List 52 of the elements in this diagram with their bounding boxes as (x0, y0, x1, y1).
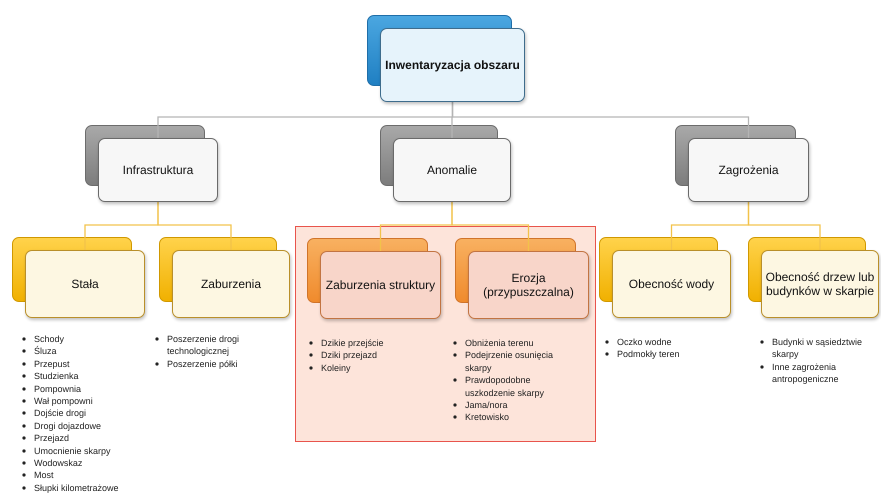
category-card (761, 250, 879, 318)
list-item: Kretowisko (465, 411, 510, 424)
list-item: Dzikie przejście (321, 337, 384, 350)
list-item: Studzienka (34, 370, 79, 383)
connector-line (748, 202, 821, 250)
card-title: Anomalie (426, 162, 478, 178)
card-title: Zaburzenia (200, 276, 262, 292)
list-item: Śluza (34, 345, 57, 358)
list-item: Pompownia (34, 382, 82, 396)
list-item: Most (34, 469, 54, 482)
category-card (468, 251, 589, 319)
category-card (98, 138, 218, 202)
list-item: Jama/nora (465, 399, 508, 412)
list-item: Przejazd (34, 432, 70, 445)
category-card (393, 138, 511, 202)
list-item: Wał pompowni (34, 395, 93, 408)
list-item: Koleiny (321, 362, 351, 374)
list-item: Podmokły teren (617, 348, 680, 361)
list-item: Inne zagrożenia antropogeniczne (772, 360, 840, 386)
list-item: Poszerzenie półki (167, 358, 238, 370)
card-title: Inwentaryzacja obszaru (384, 58, 521, 72)
list-item: Schody (34, 333, 64, 346)
list-item: Oczko wodne (617, 336, 672, 348)
list-item: Umocnienie skarpy (34, 444, 111, 458)
connector-line (157, 202, 232, 250)
highlight-box (295, 226, 596, 442)
card-title: Zagrożenia (717, 162, 780, 178)
card-title: Stała (70, 276, 100, 292)
card-title: Obecność wody (628, 276, 716, 292)
category-card (380, 28, 525, 102)
category-card (612, 250, 731, 318)
list-item: Obniżenia terenu (465, 337, 534, 350)
card-title: Obecność drzew lub budynków w skarpie (764, 270, 876, 298)
list-item: Wodowskaz (34, 457, 82, 470)
category-card (320, 251, 441, 319)
list-item: Podejrzenie osunięcia skarpy (465, 349, 554, 374)
list-item: Poszerzenie drogi technologicznej (167, 333, 240, 358)
list-item: Przepust (34, 358, 70, 370)
category-card (688, 138, 809, 202)
list-item: Słupki kilometrażowe (34, 482, 119, 494)
list-item: Dojście drogi (34, 407, 86, 420)
connector-line (451, 202, 530, 251)
list-item: Dziki przejazd (321, 349, 378, 362)
card-title: Infrastruktura (122, 162, 194, 178)
category-card (25, 250, 145, 318)
card-title: Zaburzenia struktury (324, 278, 436, 292)
card-title: Erozja (przypuszczalna) (482, 270, 575, 300)
list-item: Budynki w sąsiedztwie skarpy (772, 336, 864, 361)
list-item: Prawdopodobne uszkodzenie skarpy (465, 374, 546, 400)
list-item: Drogi dojazdowe (34, 420, 102, 432)
connector-line (452, 102, 750, 138)
category-card (172, 250, 290, 318)
